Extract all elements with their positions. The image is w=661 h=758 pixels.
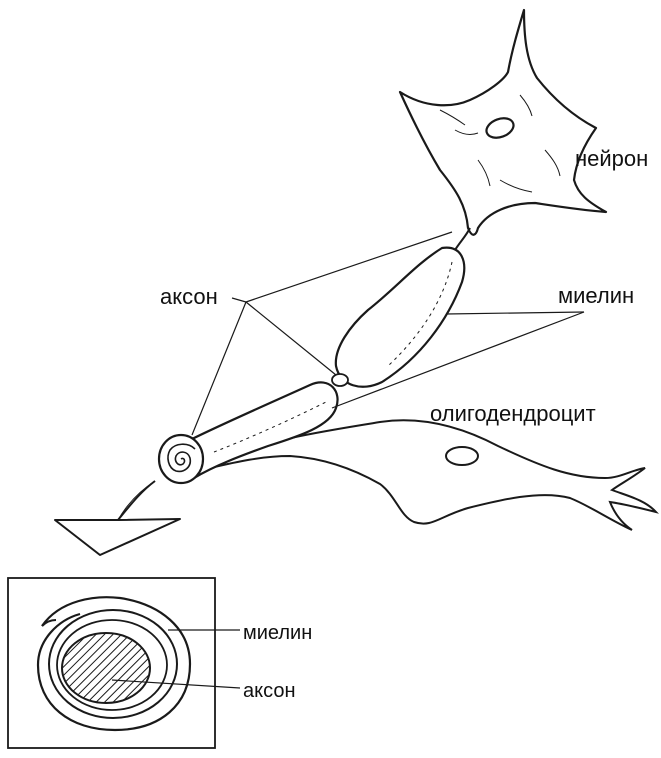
- label-neuron: нейрон: [575, 148, 648, 170]
- label-axon: аксон: [160, 286, 218, 308]
- myelin-spiral-end: [159, 435, 203, 483]
- label-myelin: миелин: [558, 285, 634, 307]
- axon-initial-segment: [455, 228, 470, 250]
- cross-section-arrow: [55, 481, 180, 555]
- myelin-segment-upper: [336, 248, 464, 387]
- label-inset-axon: аксон: [243, 681, 296, 701]
- neuron-cell-body: [400, 10, 606, 235]
- label-inset-myelin: миелин: [243, 623, 312, 643]
- myelin-segment-lower: [190, 382, 338, 478]
- node-of-ranvier: [332, 374, 348, 386]
- label-oligodendrocyte: олигодендроцит: [430, 403, 596, 425]
